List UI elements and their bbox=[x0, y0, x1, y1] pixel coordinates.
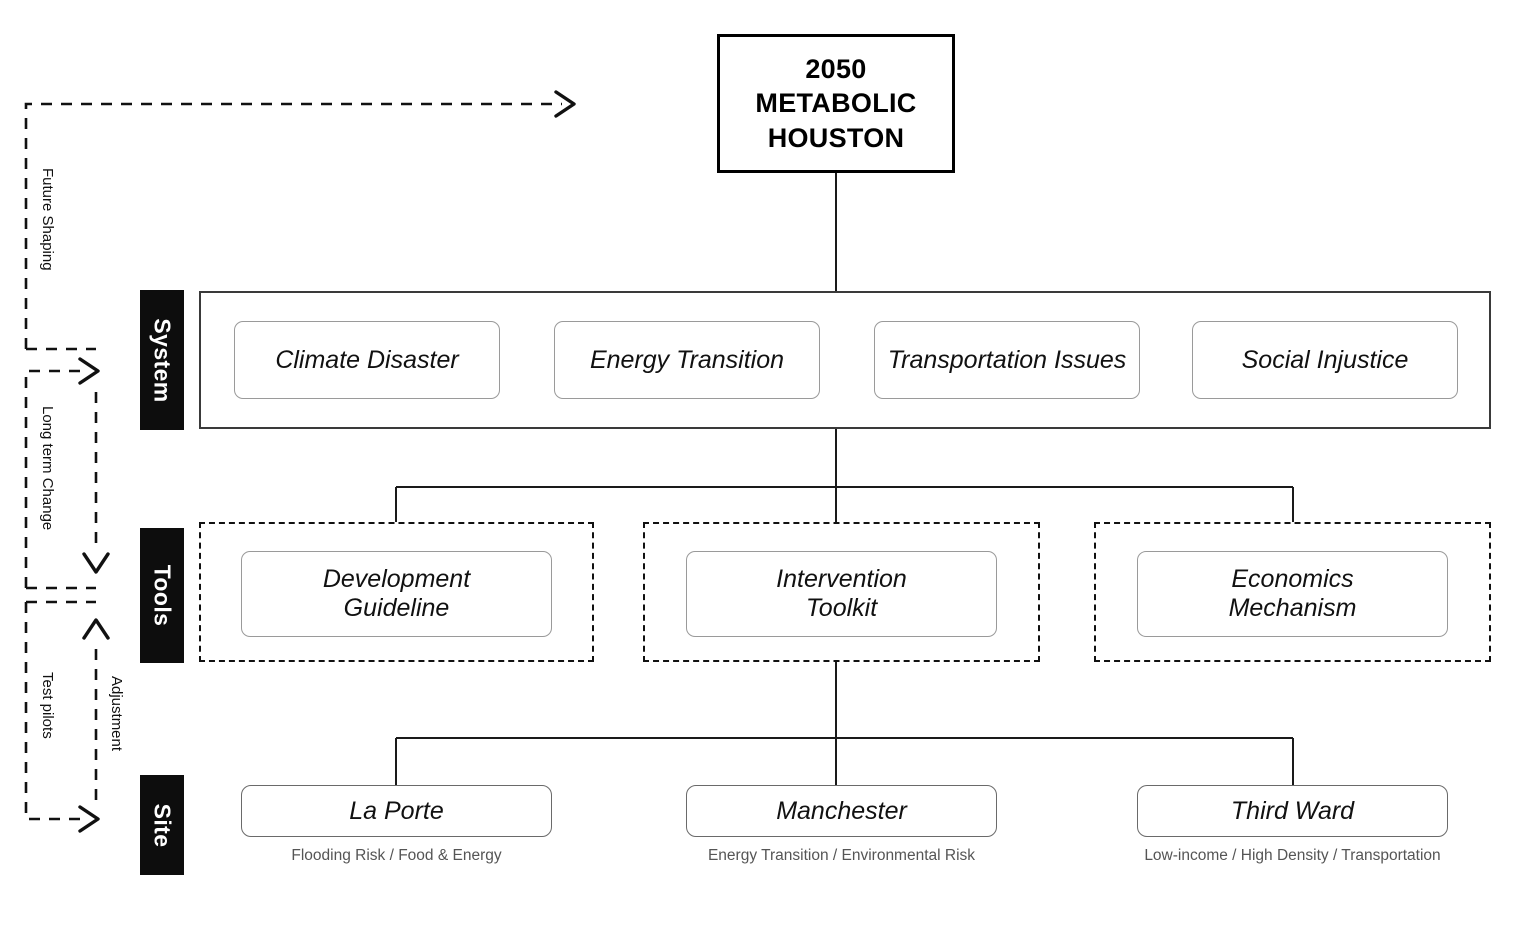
title-box: 2050 METABOLIC HOUSTON bbox=[717, 34, 955, 173]
page-title: 2050 METABOLIC HOUSTON bbox=[755, 53, 917, 153]
row-tab-system[interactable]: System bbox=[140, 290, 184, 430]
site-card-label: Third Ward bbox=[1230, 796, 1355, 825]
site-card-manchester[interactable]: Manchester bbox=[686, 785, 997, 837]
tools-card-label: Economics Mechanism bbox=[1228, 564, 1357, 623]
row-tab-system-label: System bbox=[149, 317, 176, 403]
loop-label-long-term-change: Long term Change bbox=[39, 406, 56, 531]
system-card-energy-transition[interactable]: Energy Transition bbox=[554, 321, 820, 399]
loop-test-pilots bbox=[24, 602, 98, 821]
site-card-la-porte[interactable]: La Porte bbox=[241, 785, 552, 837]
site-card-label: La Porte bbox=[349, 796, 444, 825]
row-tab-tools[interactable]: Tools bbox=[140, 528, 184, 663]
loop-label-adjustment: Adjustment bbox=[108, 676, 125, 752]
site-card-label: Manchester bbox=[776, 796, 907, 825]
site-caption-third-ward: Low-income / High Density / Transportati… bbox=[1144, 847, 1441, 864]
row-tab-site[interactable]: Site bbox=[140, 775, 184, 875]
arrowhead-long-term-change-right bbox=[78, 357, 100, 385]
arrowhead-test-pilots-right bbox=[78, 805, 100, 833]
loop-label-future-shaping: Future Shaping bbox=[39, 168, 56, 271]
tools-card-development-guideline[interactable]: Development Guideline bbox=[241, 551, 552, 637]
system-card-climate-disaster[interactable]: Climate Disaster bbox=[234, 321, 500, 399]
arrowhead-adjustment-up bbox=[82, 618, 110, 640]
row-tab-site-label: Site bbox=[149, 803, 176, 847]
site-card-third-ward[interactable]: Third Ward bbox=[1137, 785, 1448, 837]
site-caption-la-porte: Flooding Risk / Food & Energy bbox=[291, 847, 502, 864]
row-tab-tools-label: Tools bbox=[149, 564, 176, 627]
loop-label-test-pilots: Test pilots bbox=[39, 672, 56, 739]
tools-card-label: Development Guideline bbox=[322, 564, 471, 623]
system-card-label: Climate Disaster bbox=[275, 345, 459, 374]
tools-card-intervention-toolkit[interactable]: Intervention Toolkit bbox=[686, 551, 997, 637]
tools-card-economics-mechanism[interactable]: Economics Mechanism bbox=[1137, 551, 1448, 637]
system-card-label: Transportation Issues bbox=[887, 345, 1127, 374]
system-card-label: Social Injustice bbox=[1241, 345, 1409, 374]
system-card-transportation-issues[interactable]: Transportation Issues bbox=[874, 321, 1140, 399]
system-card-social-injustice[interactable]: Social Injustice bbox=[1192, 321, 1458, 399]
tools-card-label: Intervention Toolkit bbox=[776, 564, 907, 623]
site-caption-manchester: Energy Transition / Environmental Risk bbox=[707, 847, 976, 864]
loop-long-term-change bbox=[24, 369, 98, 590]
arrowhead-long-term-change-down bbox=[82, 552, 110, 574]
system-card-label: Energy Transition bbox=[589, 345, 785, 374]
arrowhead-future-shaping bbox=[554, 90, 576, 118]
